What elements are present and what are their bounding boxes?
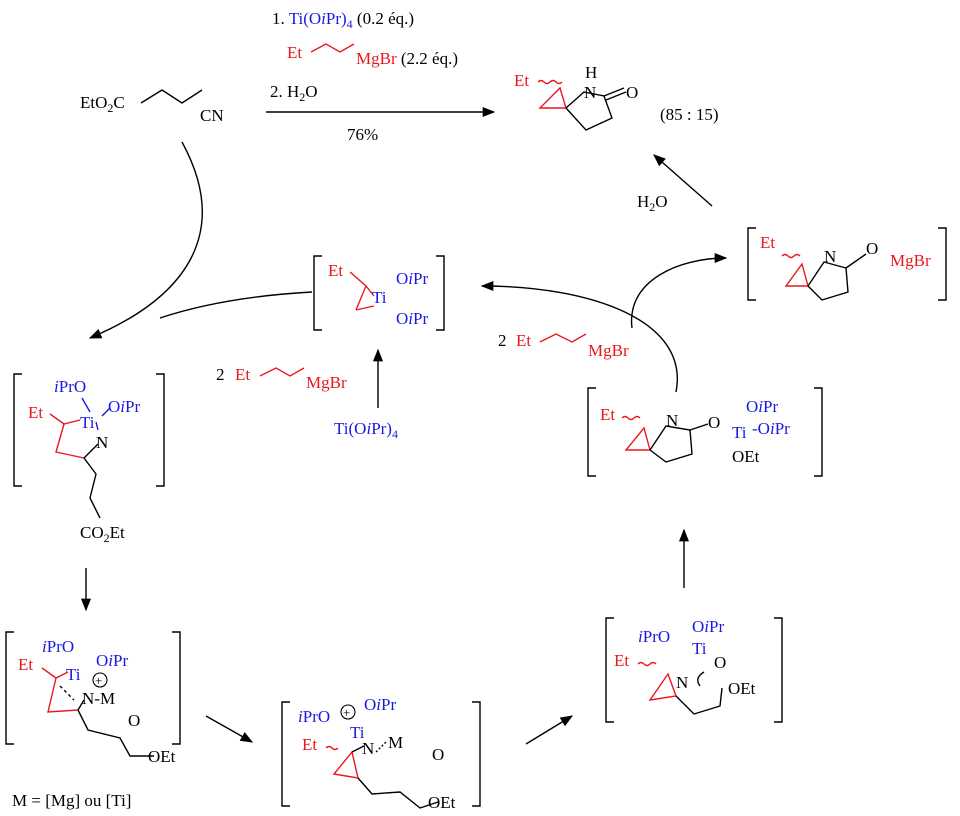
bracket: [13, 373, 165, 487]
n: N: [362, 739, 374, 758]
hydrolysis-label: H2O: [637, 192, 668, 214]
oipr-bottom: OiPr: [396, 309, 428, 328]
et: Et: [18, 655, 33, 674]
ipro: iPrO: [298, 707, 330, 726]
m-note: M = [Mg] ou [Ti]: [12, 791, 131, 810]
product-h: H: [585, 63, 597, 82]
ipro: iPrO: [42, 637, 74, 656]
o: O: [866, 239, 878, 258]
plus: +: [95, 673, 102, 688]
ester-group: EtO2C: [80, 93, 125, 115]
mgbr: MgBr: [306, 373, 347, 392]
oet: OEt: [728, 679, 756, 698]
bracket: [747, 227, 947, 301]
regeneration: 2 Et MgBr Ti(OiPr)4: [216, 348, 398, 441]
product-lactam: Et H N O (85 : 15): [514, 63, 719, 131]
et: Et: [516, 331, 531, 350]
m: M: [388, 733, 403, 752]
magnesium-exchange-arrow: [630, 252, 728, 329]
n: N: [824, 247, 836, 266]
grignard-right: 2 Et MgBr: [498, 331, 629, 360]
product-wavy-bond: [537, 79, 563, 85]
oet: OEt: [428, 793, 456, 812]
et: Et: [600, 405, 615, 424]
reaction-conditions: 1. Ti(OiPr)4 (0.2 éq.) Et MgBr (2.2 éq.)…: [266, 9, 496, 144]
oet: OEt: [732, 447, 760, 466]
product-o: O: [626, 83, 638, 102]
entry-curved-arrow: [88, 141, 203, 339]
et: Et: [614, 651, 629, 670]
bracket: [605, 617, 783, 723]
ti: Ti: [80, 413, 95, 432]
oipr-top: OiPr: [396, 269, 428, 288]
o: O: [432, 745, 444, 764]
ti: Ti: [692, 639, 707, 658]
step2-label: 2. H2O: [270, 82, 318, 104]
product-cyclopropane: [538, 86, 567, 109]
sm-chain: [140, 89, 203, 104]
et: Et: [235, 365, 250, 384]
count: 2: [216, 365, 225, 384]
yield-label: 76%: [347, 125, 378, 144]
ti: Ti: [66, 665, 81, 684]
count: 2: [498, 331, 507, 350]
starting-material: EtO2C CN: [80, 89, 224, 125]
grignard-chain: [310, 43, 355, 53]
o: O: [714, 653, 726, 672]
ipro: iPrO: [54, 377, 86, 396]
oet: OEt: [148, 747, 176, 766]
oipr: OiPr: [364, 695, 396, 714]
ester: CO2Et: [80, 523, 125, 545]
grignard-et: Et: [287, 43, 302, 62]
imine-magnesium-salt: Et N O MgBr: [747, 227, 947, 301]
product-n: N: [584, 83, 596, 102]
nitrile-group: CN: [200, 106, 224, 125]
bracket: [281, 701, 481, 807]
oipr-right: -OiPr: [752, 419, 790, 438]
titanacyclopropane: Et Ti OiPr OiPr: [313, 255, 445, 331]
ti: Ti: [372, 288, 387, 307]
ti: Ti: [732, 423, 747, 442]
intermediate-c: iPrO + OiPr Ti Et N M O OEt: [281, 695, 481, 812]
n: N: [666, 411, 678, 430]
nm: N-M: [82, 689, 115, 708]
et: Et: [328, 261, 343, 280]
n: N: [96, 433, 108, 452]
intermediate-b: iPrO Ti + OiPr Et N-M O OEt M = [Mg] ou …: [5, 631, 181, 810]
ratio-label: (85 : 15): [660, 105, 719, 124]
n: N: [676, 673, 688, 692]
plus: +: [343, 705, 350, 720]
oipr: OiPr: [108, 397, 140, 416]
oipr-top: OiPr: [746, 397, 778, 416]
o: O: [128, 711, 140, 730]
bracket: [587, 387, 823, 477]
intermediate-a: iPrO Ti OiPr Et N CO2Et: [13, 373, 165, 545]
step1-label: 1. Ti(OiPr)4 (0.2 éq.): [272, 9, 414, 31]
arrow-c-to-d: [525, 715, 574, 745]
ti-reagent: Ti(OiPr)4: [334, 419, 398, 441]
et: Et: [302, 735, 317, 754]
product-et: Et: [514, 71, 529, 90]
mgbr: MgBr: [890, 251, 931, 270]
et: Et: [760, 233, 775, 252]
bracket: [5, 631, 181, 745]
ti: Ti: [350, 723, 365, 742]
bracket: [313, 255, 445, 331]
product-ring: [565, 91, 613, 131]
arrow-b-to-c: [205, 715, 254, 743]
regeneration-curved-arrow: [480, 280, 679, 393]
oipr: OiPr: [692, 617, 724, 636]
grignard-mgbr: MgBr (2.2 éq.): [356, 49, 458, 68]
oipr: OiPr: [96, 651, 128, 670]
ipro: iPrO: [638, 627, 670, 646]
et: Et: [28, 403, 43, 422]
hydrolysis-arrow: [653, 154, 713, 207]
mgbr: MgBr: [588, 341, 629, 360]
intermediate-e: Et N O Ti OiPr -OiPr OEt: [587, 387, 823, 477]
o: O: [708, 413, 720, 432]
intermediate-d: iPrO OiPr Ti Et N O OEt: [605, 617, 783, 723]
